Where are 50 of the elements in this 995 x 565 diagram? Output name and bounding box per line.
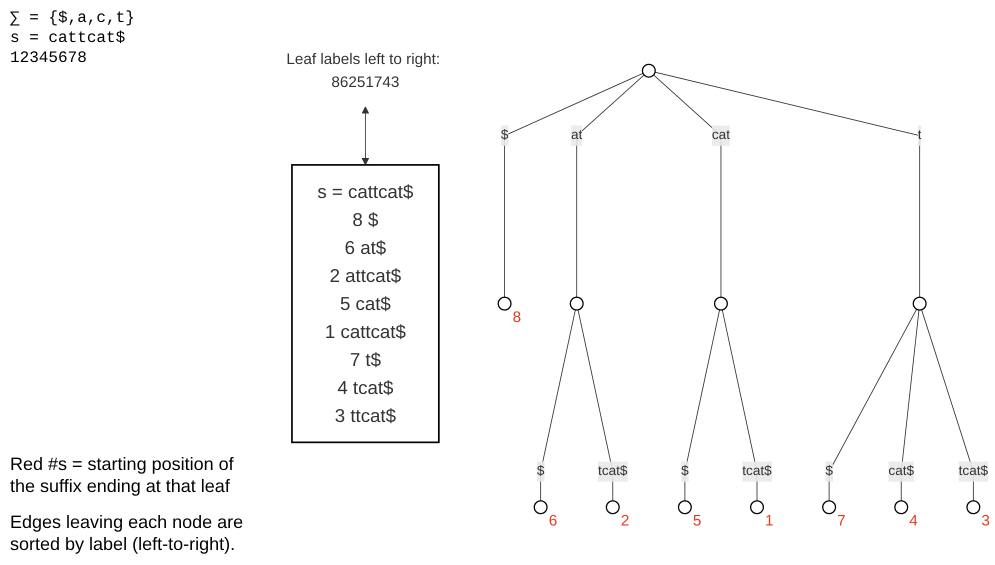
connector	[900, 310, 920, 502]
leaf-number: 7	[837, 512, 846, 530]
node-circle	[822, 500, 836, 514]
definition-line: 12345678	[10, 48, 88, 68]
node-circle	[714, 296, 728, 311]
connector	[828, 309, 918, 502]
node-circle	[966, 500, 980, 514]
node-circle	[534, 500, 548, 514]
leaf-number: 6	[548, 512, 558, 530]
leaf-number: 2	[620, 512, 630, 530]
connector	[722, 310, 758, 502]
node-circle	[642, 64, 656, 78]
edge-label: tcat$	[742, 464, 772, 479]
edge-label: $	[500, 128, 508, 143]
node-circle	[498, 296, 512, 311]
node-circle	[750, 500, 764, 514]
edge-label: tcat$	[958, 464, 988, 479]
leaf-number: 8	[512, 309, 522, 326]
node-text: Leaf labels left to right: 86251743	[286, 50, 440, 90]
node-circle	[894, 500, 908, 514]
node-circle	[606, 500, 620, 514]
connector	[576, 74, 645, 298]
connector	[654, 72, 920, 298]
edge-label: at	[571, 128, 582, 143]
connector	[578, 310, 614, 502]
definition-line: s = cattcat$	[10, 28, 126, 48]
node-box: s = cattcat$ 8 $ 6 at$ 2 attcat$ 5 cat$ 1 cattcat$ 7 t$ 4 tcat$ 3 ttcat$	[291, 164, 440, 444]
definition-line: ∑ = {$,a,c,t}	[10, 8, 136, 28]
node-circle	[678, 500, 692, 514]
edge-label: cat	[712, 128, 730, 143]
edge-label: tcat$	[598, 464, 628, 479]
leaf-number: 3	[981, 512, 990, 530]
note-text: Red #s = starting position of the suffix ending at that leaf	[10, 453, 235, 497]
connector	[653, 74, 722, 298]
note-text: Edges leaving each node are sorted by label (left-to-right).	[10, 511, 244, 555]
leaf-number: 5	[692, 512, 702, 530]
connector	[540, 310, 576, 502]
node-circle	[570, 296, 584, 311]
connector	[684, 310, 720, 502]
connector	[504, 73, 644, 298]
edge-label: cat$	[888, 464, 914, 479]
leaf-number: 1	[765, 512, 774, 530]
edge-label: $	[536, 464, 544, 479]
edge-label: $	[681, 464, 689, 479]
leaf-number: 4	[909, 512, 918, 530]
edge-label: t	[918, 128, 922, 143]
edge-label: $	[825, 464, 833, 479]
arrow	[362, 106, 370, 166]
connector	[921, 309, 974, 502]
node-circle	[912, 296, 927, 311]
